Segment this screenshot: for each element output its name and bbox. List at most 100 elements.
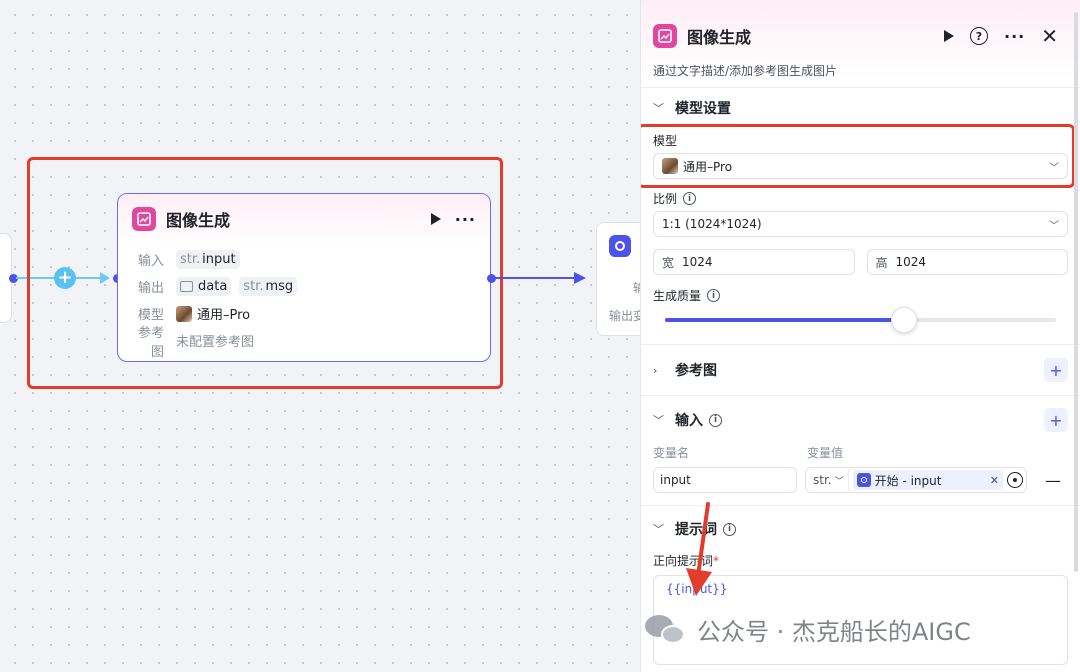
var-ref-chip[interactable]: 开始 - input ✕ <box>852 470 1003 490</box>
var-type-select[interactable]: str.﹀ <box>809 468 849 492</box>
chevron-down-icon: ﹀ <box>653 523 664 536</box>
node-highlight-box <box>27 157 503 389</box>
next-node-text1: 输 <box>633 281 640 295</box>
run-icon[interactable] <box>944 30 954 42</box>
var-type-value: str. <box>813 473 832 487</box>
node-output-row: 输出 data str.msg <box>118 273 490 300</box>
ratio-field-label: 比例 i <box>641 190 1080 207</box>
target-icon[interactable] <box>1007 472 1023 488</box>
edge-arrow-head <box>100 272 110 284</box>
var-ref-source: 开始 - input <box>874 473 942 488</box>
model-select[interactable]: 通用–Pro ﹀ <box>653 153 1068 179</box>
previous-node-output-port[interactable] <box>9 274 18 283</box>
input-type: str. <box>180 252 201 267</box>
model-settings-title: 模型设置 <box>675 101 731 117</box>
chevron-down-icon: ﹀ <box>1049 220 1059 232</box>
node-header: 图像生成 ··· <box>118 194 490 244</box>
add-ref-image-button[interactable]: + <box>1044 358 1068 382</box>
var-value-field[interactable]: str.﹀ 开始 - input ✕ <box>805 467 1027 493</box>
node-ref-row: 参考图 未配置参考图 <box>118 326 490 360</box>
model-select-value: 通用–Pro <box>683 159 733 174</box>
input-name: input <box>202 252 236 267</box>
end-node-icon <box>609 235 631 257</box>
quality-field-label: 生成质量 i <box>641 287 1080 304</box>
node-model-row: 模型 通用–Pro <box>118 300 490 327</box>
input-section-title: 输入 <box>675 413 703 429</box>
more-icon[interactable]: ··· <box>454 209 476 229</box>
ratio-label-text: 比例 <box>653 192 678 206</box>
info-icon[interactable]: i <box>683 192 697 205</box>
height-key: 高 <box>875 255 888 270</box>
model-value: 通用–Pro <box>197 308 251 323</box>
ratio-select[interactable]: 1:1 (1024*1024) ﹀ <box>653 211 1068 237</box>
image-node-output-port[interactable] <box>487 274 496 283</box>
height-value: 1024 <box>895 255 927 269</box>
annotation-arrow <box>686 502 712 596</box>
model-label: 模型 <box>137 308 164 323</box>
width-key: 宽 <box>662 255 675 270</box>
panel-title: 图像生成 <box>687 28 752 47</box>
model-avatar <box>176 305 192 322</box>
close-icon[interactable]: ✕ <box>1041 24 1058 48</box>
model-highlight-box <box>641 124 1075 188</box>
info-icon[interactable]: i <box>709 413 722 427</box>
wechat-icon <box>645 613 687 647</box>
input-tag: str.input <box>176 250 240 269</box>
more-icon[interactable]: ··· <box>1004 26 1026 46</box>
info-icon[interactable]: i <box>723 522 736 536</box>
settings-panel: 图像生成 ? ··· ✕ 通过文字描述/添加参考图生成图片 ﹀ 模型设置 模型 … <box>640 0 1080 672</box>
var-name-value: input <box>660 473 691 487</box>
quality-slider-fill <box>665 318 904 322</box>
chevron-down-icon: ﹀ <box>1049 162 1059 174</box>
panel-description: 通过文字描述/添加参考图生成图片 <box>653 64 838 78</box>
quality-slider-handle[interactable] <box>890 307 917 333</box>
image-generate-icon <box>132 207 156 231</box>
model-field-group: 模型 通用–Pro ﹀ <box>641 124 1080 190</box>
var-table-header: 变量名 变量值 <box>641 444 1080 461</box>
required-mark: * <box>713 554 720 568</box>
info-icon[interactable]: i <box>707 289 721 302</box>
edge-arrow-head-2 <box>574 272 586 284</box>
model-avatar <box>662 158 678 174</box>
divider <box>641 395 1080 396</box>
input-section-header[interactable]: ﹀ 输入 i + <box>641 396 1080 444</box>
help-icon[interactable]: ? <box>970 27 988 45</box>
watermark-text: 公众号 · 杰克船长的AIGC <box>697 618 971 646</box>
ratio-select-value: 1:1 (1024*1024) <box>662 217 762 231</box>
output-data-tag: data <box>176 277 232 296</box>
next-node[interactable]: 输 输出变 <box>596 222 640 336</box>
ref-label: 参考图 <box>137 325 164 360</box>
output-label: 输出 <box>137 281 164 296</box>
var-name-input[interactable]: input <box>653 467 797 493</box>
chevron-right-icon: › <box>653 363 658 377</box>
workflow-canvas[interactable]: + 图像生成 ··· 输入 str.input 输出 data str.msg … <box>0 0 640 672</box>
divider <box>641 344 1080 345</box>
chevron-down-icon: ﹀ <box>653 102 664 115</box>
quality-slider[interactable] <box>665 307 1056 333</box>
width-value: 1024 <box>682 255 713 269</box>
model-settings-section-header[interactable]: ﹀ 模型设置 <box>641 90 1080 126</box>
output-data-name: data <box>198 279 228 294</box>
chevron-down-icon: ﹀ <box>653 414 664 427</box>
panel-header: 图像生成 ? ··· ✕ 通过文字描述/添加参考图生成图片 <box>641 0 1080 88</box>
height-input[interactable]: 高 1024 <box>866 249 1068 275</box>
run-node-icon[interactable] <box>430 213 441 225</box>
model-field-label: 模型 <box>653 134 678 148</box>
image-generation-node[interactable]: 图像生成 ··· 输入 str.input 输出 data str.msg 模型… <box>117 193 491 362</box>
output-msg-type: str. <box>243 279 264 294</box>
panel-scrollbar[interactable] <box>1074 12 1078 572</box>
divider <box>641 505 1080 506</box>
remove-var-button[interactable]: — <box>1045 470 1061 490</box>
width-input[interactable]: 宽 1024 <box>653 249 855 275</box>
add-node-button[interactable]: + <box>54 267 76 289</box>
add-input-button[interactable]: + <box>1044 408 1068 432</box>
node-input-row: 输入 str.input <box>118 246 490 273</box>
input-label: 输入 <box>137 254 164 269</box>
next-node-text2: 输出变 <box>609 309 640 323</box>
output-msg-name: msg <box>265 279 294 294</box>
image-generate-icon <box>653 24 677 48</box>
ref-image-section-header[interactable]: › 参考图 + <box>641 345 1080 395</box>
chevron-down-icon: ﹀ <box>834 476 844 487</box>
clear-icon[interactable]: ✕ <box>989 473 999 487</box>
quality-label-text: 生成质量 <box>653 289 702 303</box>
